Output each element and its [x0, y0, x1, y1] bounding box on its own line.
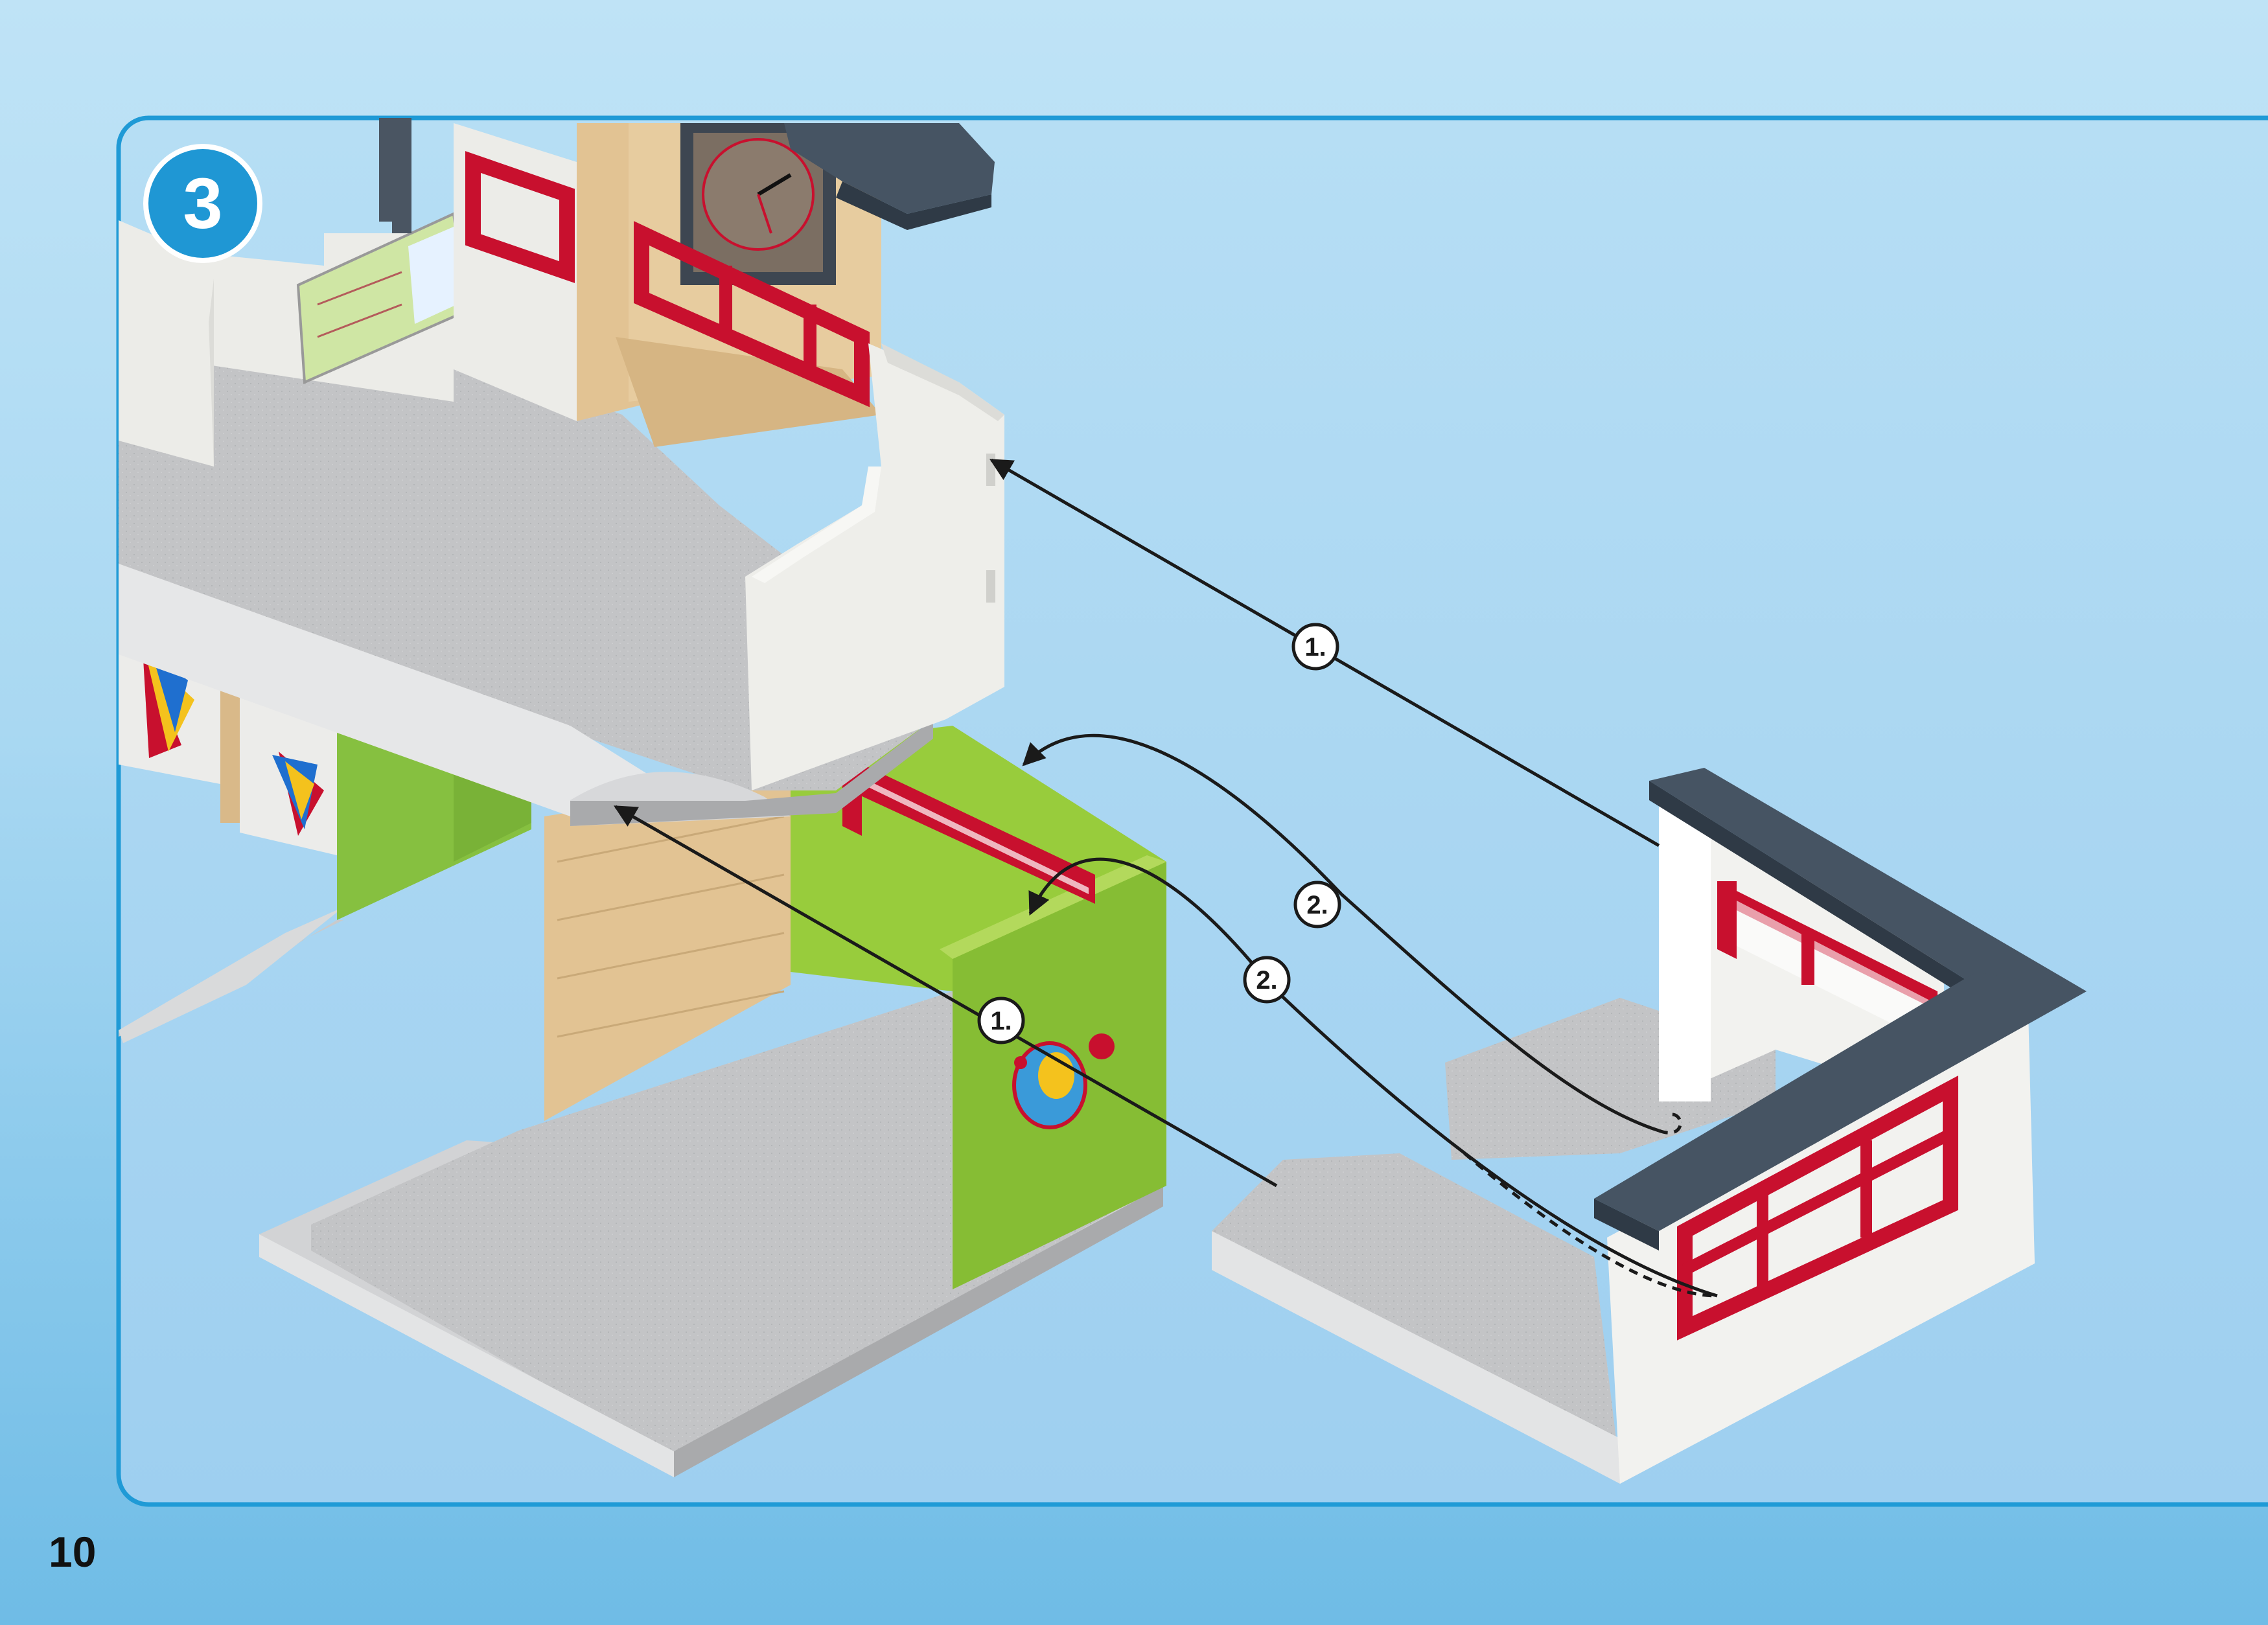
svg-text:1.: 1. [1304, 633, 1326, 662]
callout-curved-lower: 2. [1245, 958, 1289, 1002]
page-number: 10 [49, 1528, 96, 1576]
callout-lower-center: 1. [979, 998, 1023, 1043]
callout-upper-right: 1. [1293, 625, 1337, 669]
callout-curved-upper: 2. [1295, 882, 1339, 927]
svg-text:2.: 2. [1306, 891, 1328, 919]
svg-text:2.: 2. [1256, 966, 1277, 995]
step-badge: 3 [143, 144, 262, 263]
svg-text:1.: 1. [990, 1007, 1012, 1035]
step-number: 3 [183, 164, 222, 244]
